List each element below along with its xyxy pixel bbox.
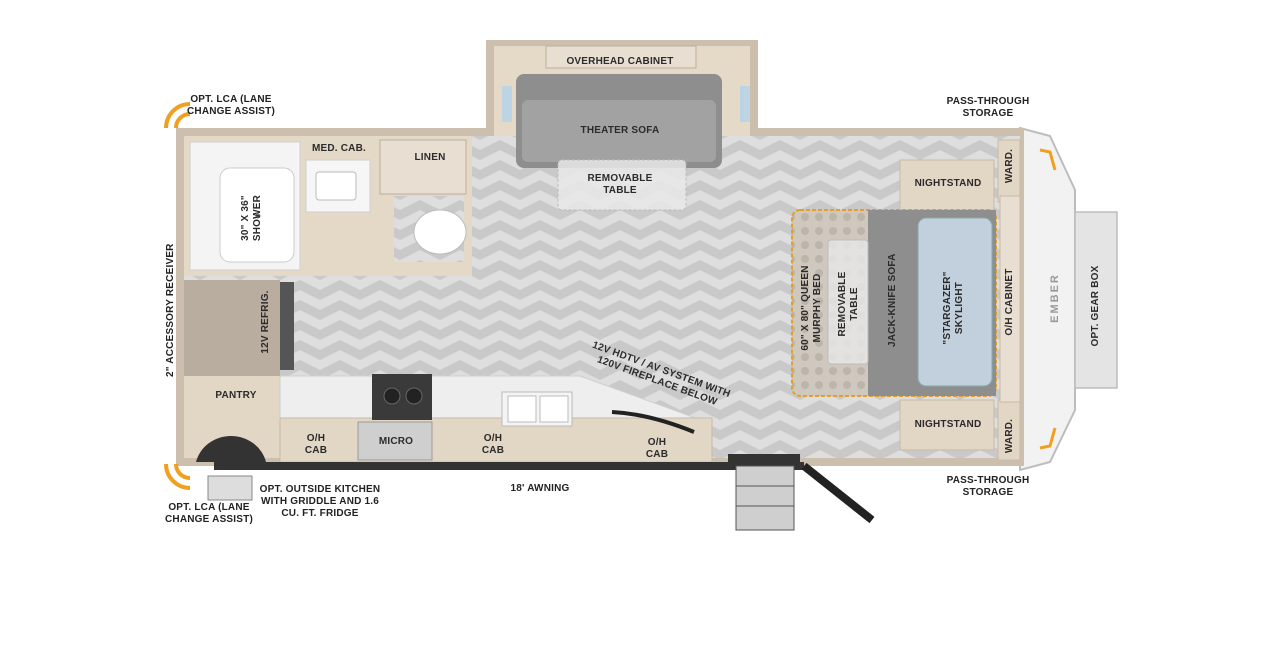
oh-cab-label-2: O/H CAB <box>481 433 505 456</box>
murphy-bed-label: 60" X 80" QUEEN MURPHY BED <box>800 265 823 351</box>
front-bedroom <box>791 139 1021 461</box>
wardrobe-top-label: WARD. <box>1004 148 1015 184</box>
kitchen-counter <box>279 374 713 463</box>
theater-sofa-slide <box>502 45 750 211</box>
med-cab-label: MED. CAB. <box>311 143 367 154</box>
oh-cab-label-3: O/H CAB <box>645 437 669 460</box>
linen-label: LINEN <box>414 152 446 163</box>
shower-label: 30" X 36" SHOWER <box>240 194 263 242</box>
lca-top-label: OPT. LCA (LANE CHANGE ASSIST) <box>187 94 275 117</box>
jack-knife-sofa-label: JACK-KNIFE SOFA <box>887 253 898 347</box>
front-cap <box>1019 126 1118 472</box>
lca-bottom-label: OPT. LCA (LANE CHANGE ASSIST) <box>165 502 253 525</box>
removable-table-bed-label: REMOVABLE TABLE <box>837 271 860 337</box>
overhead-cabinet-label: OVERHEAD CABINET <box>566 56 674 67</box>
lca-sensor-bottom <box>164 463 191 490</box>
refrigerator-label: 12V REFRIG. <box>260 290 271 354</box>
oh-cab-label-1: O/H CAB <box>304 433 328 456</box>
accessory-receiver-label: 2" ACCESSORY RECEIVER <box>165 243 176 377</box>
pass-through-bottom-label: PASS-THROUGH STORAGE <box>946 475 1030 498</box>
outside-kitchen-label: OPT. OUTSIDE KITCHEN WITH GRIDDLE AND 1.… <box>259 484 381 519</box>
oh-cabinet-front-label: O/H CABINET <box>1004 268 1015 336</box>
pass-through-top-label: PASS-THROUGH STORAGE <box>946 96 1030 119</box>
awning-steps <box>207 454 875 531</box>
wardrobe-bottom-label: WARD. <box>1004 418 1015 454</box>
pantry-label: PANTRY <box>215 390 257 401</box>
awning-label: 18' AWNING <box>510 483 570 494</box>
bathroom <box>184 136 472 276</box>
nightstand-top-label: NIGHTSTAND <box>914 178 982 189</box>
ember-logo: EMBER <box>1049 273 1061 323</box>
theater-sofa-label: THEATER SOFA <box>580 125 660 136</box>
nightstand-bottom-label: NIGHTSTAND <box>914 419 982 430</box>
gear-box-label: OPT. GEAR BOX <box>1090 265 1101 347</box>
kitchen-rear <box>184 280 294 462</box>
lca-sensor-top <box>164 102 191 129</box>
removable-table-label: REMOVABLE TABLE <box>587 173 653 196</box>
micro-label: MICRO <box>378 436 414 447</box>
skylight-label: "STARGAZER" SKYLIGHT <box>942 271 965 345</box>
